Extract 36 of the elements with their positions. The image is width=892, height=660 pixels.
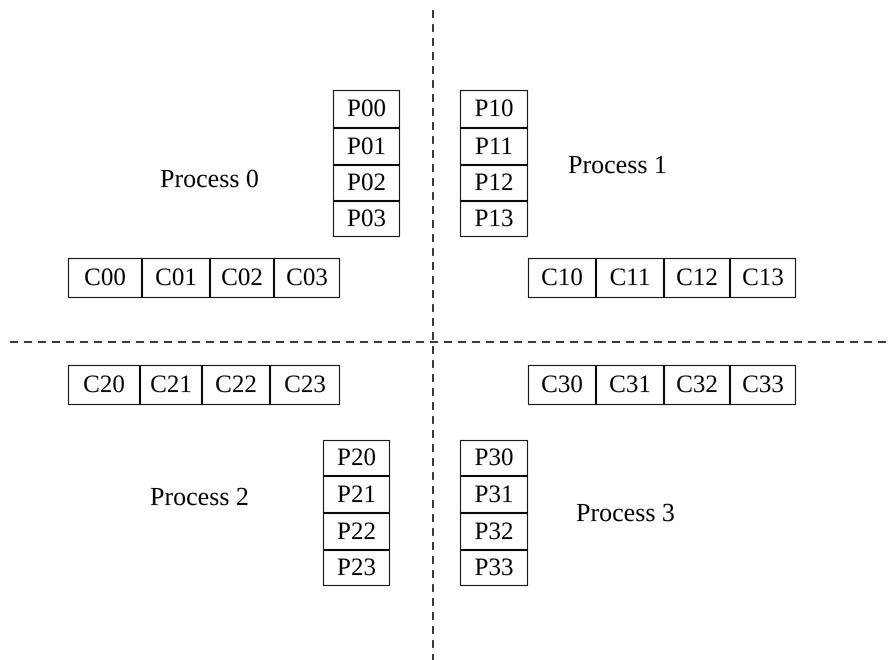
cell-box: P31 <box>460 476 528 513</box>
cell-box: C00 <box>68 258 142 298</box>
process-label: Process 3 <box>576 498 675 528</box>
cell-box: C03 <box>274 258 340 298</box>
cell-box: P21 <box>323 476 390 513</box>
cell-box: P33 <box>460 550 528 586</box>
cell-box: P02 <box>333 165 400 201</box>
cell-box: P32 <box>460 513 528 550</box>
cell-box: C10 <box>528 258 596 298</box>
cell-box: C23 <box>270 365 340 405</box>
cell-box: P01 <box>333 128 400 165</box>
cell-box: C11 <box>596 258 664 298</box>
cell-box: C13 <box>730 258 796 298</box>
cell-box: P10 <box>460 90 528 128</box>
process-label: Process 2 <box>150 482 249 512</box>
process-label: Process 0 <box>160 164 259 194</box>
cell-box: C32 <box>664 365 730 405</box>
cell-box: P00 <box>333 90 400 128</box>
cell-box: C22 <box>202 365 270 405</box>
cell-box: C01 <box>142 258 210 298</box>
cell-box: P20 <box>323 440 390 476</box>
cell-box: C12 <box>664 258 730 298</box>
cell-box: C31 <box>596 365 664 405</box>
cell-box: P11 <box>460 128 528 165</box>
cell-box: P30 <box>460 440 528 476</box>
cell-box: C02 <box>210 258 274 298</box>
cell-box: P13 <box>460 201 528 237</box>
cell-box: C21 <box>140 365 202 405</box>
cell-box: C30 <box>528 365 596 405</box>
cell-box: P22 <box>323 513 390 550</box>
cell-box: C33 <box>730 365 796 405</box>
cell-box: P03 <box>333 201 400 237</box>
cell-box: P12 <box>460 165 528 201</box>
cell-box: C20 <box>68 365 140 405</box>
process-label: Process 1 <box>568 150 667 180</box>
cell-box: P23 <box>323 550 390 586</box>
